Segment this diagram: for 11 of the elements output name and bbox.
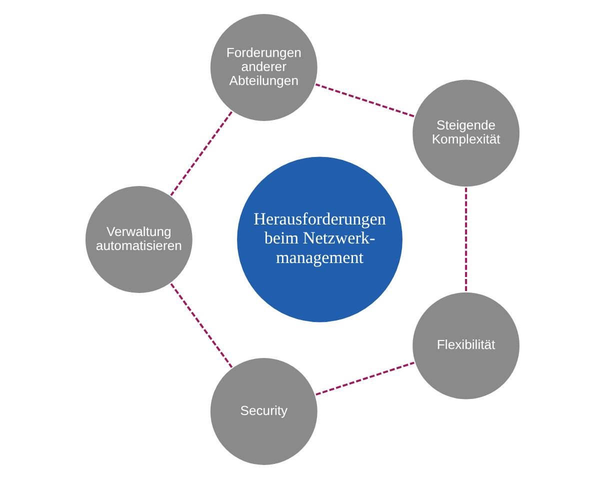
connector <box>170 282 232 368</box>
node-circle: Herausforderungen beim Netzwerk- management <box>234 154 404 324</box>
connector <box>314 82 414 117</box>
connector <box>315 361 414 396</box>
node-circle: Forderungen anderer Abteilungen <box>208 12 319 122</box>
node-circle: Security <box>208 356 319 466</box>
connector <box>464 187 467 291</box>
node-circle: Flexibilität <box>410 290 522 401</box>
connector <box>170 110 232 196</box>
node-circle: Verwaltung automatisieren <box>82 184 194 294</box>
node-circle: Steigende Komplexität <box>410 77 522 188</box>
